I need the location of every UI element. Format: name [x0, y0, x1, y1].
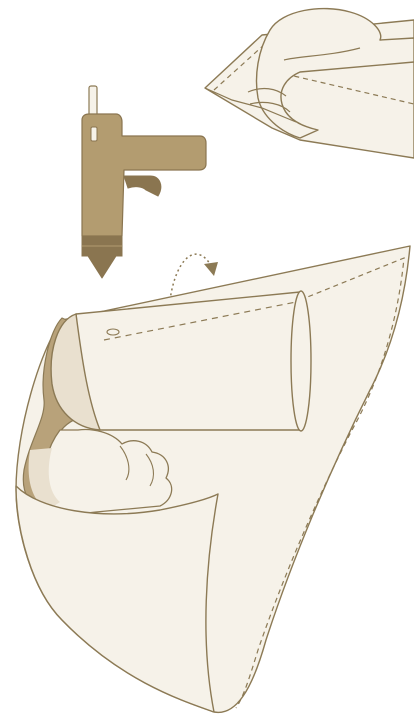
fabric-pocket-lip — [16, 486, 218, 712]
main-fabric — [16, 246, 410, 712]
glue-gun-nozzle — [88, 256, 116, 278]
glue-gun-window — [91, 127, 97, 141]
fabric-tube — [76, 292, 304, 430]
folded-fabric-top — [205, 9, 414, 158]
glue-gun-icon — [82, 86, 206, 278]
glue-gun-trigger — [124, 176, 161, 196]
rotate-arrow-head — [204, 262, 218, 276]
fabric-tube-opening — [291, 291, 311, 431]
glue-gun-body — [82, 114, 206, 236]
